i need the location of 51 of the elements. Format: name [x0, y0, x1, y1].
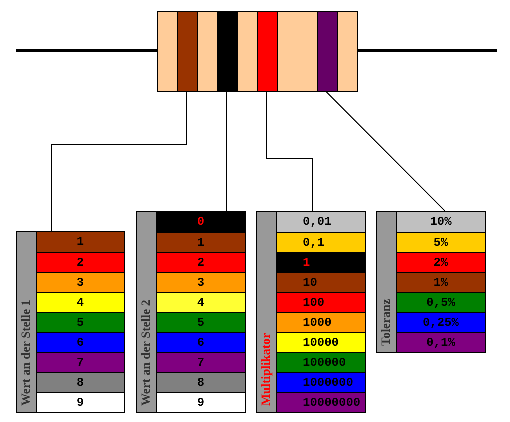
color-row: 6	[157, 332, 245, 352]
color-row: 2	[157, 252, 245, 272]
color-row: 8	[157, 372, 245, 392]
leader-line	[326, 92, 446, 212]
color-row: 1	[277, 252, 365, 272]
color-row: 1000	[277, 312, 365, 332]
color-row: 100	[277, 292, 365, 312]
resistor-body	[157, 11, 358, 92]
color-row: 8	[37, 372, 124, 392]
color-row: 0,1%	[397, 332, 485, 352]
color-row: 6	[37, 332, 124, 352]
color-band	[317, 12, 338, 91]
color-row: 3	[157, 272, 245, 292]
color-row: 2%	[397, 252, 485, 272]
color-row: 0	[157, 212, 245, 232]
color-row: 4	[157, 292, 245, 312]
color-row: 0,1	[277, 232, 365, 252]
color-row: 3	[37, 272, 124, 292]
color-band	[257, 12, 278, 91]
color-row: 100000	[277, 352, 365, 372]
color-row: 5%	[397, 232, 485, 252]
table-heading: Toleranz	[380, 299, 392, 346]
color-row: 4	[37, 292, 124, 312]
leader-line	[226, 92, 227, 212]
color-row: 5	[157, 312, 245, 332]
color-row: 10	[277, 272, 365, 292]
table-heading: Wert an der Stelle 1	[20, 300, 32, 406]
color-code-table	[136, 211, 246, 413]
color-row: 0,25%	[397, 312, 485, 332]
color-code-table	[16, 231, 125, 413]
color-row: 1	[37, 232, 124, 252]
color-row: 10000	[277, 332, 365, 352]
color-row: 1	[157, 232, 245, 252]
color-band	[217, 12, 238, 91]
table-heading: Wert an der Stelle 2	[140, 300, 152, 406]
color-row: 2	[37, 252, 124, 272]
color-row: 0,01	[277, 212, 365, 232]
color-row: 0,5%	[397, 292, 485, 312]
color-row: 5	[37, 312, 124, 332]
color-code-table	[376, 211, 486, 353]
color-row: 10%	[397, 212, 485, 232]
color-row: 10000000	[277, 392, 365, 412]
color-band	[177, 12, 198, 91]
table-heading: Multiplikator	[260, 333, 272, 406]
color-row: 7	[157, 352, 245, 372]
color-row: 1000000	[277, 372, 365, 392]
leader-line	[266, 92, 314, 212]
color-row: 1%	[397, 272, 485, 292]
color-code-table	[256, 211, 366, 413]
leader-line	[52, 92, 187, 232]
color-row: 7	[37, 352, 124, 372]
